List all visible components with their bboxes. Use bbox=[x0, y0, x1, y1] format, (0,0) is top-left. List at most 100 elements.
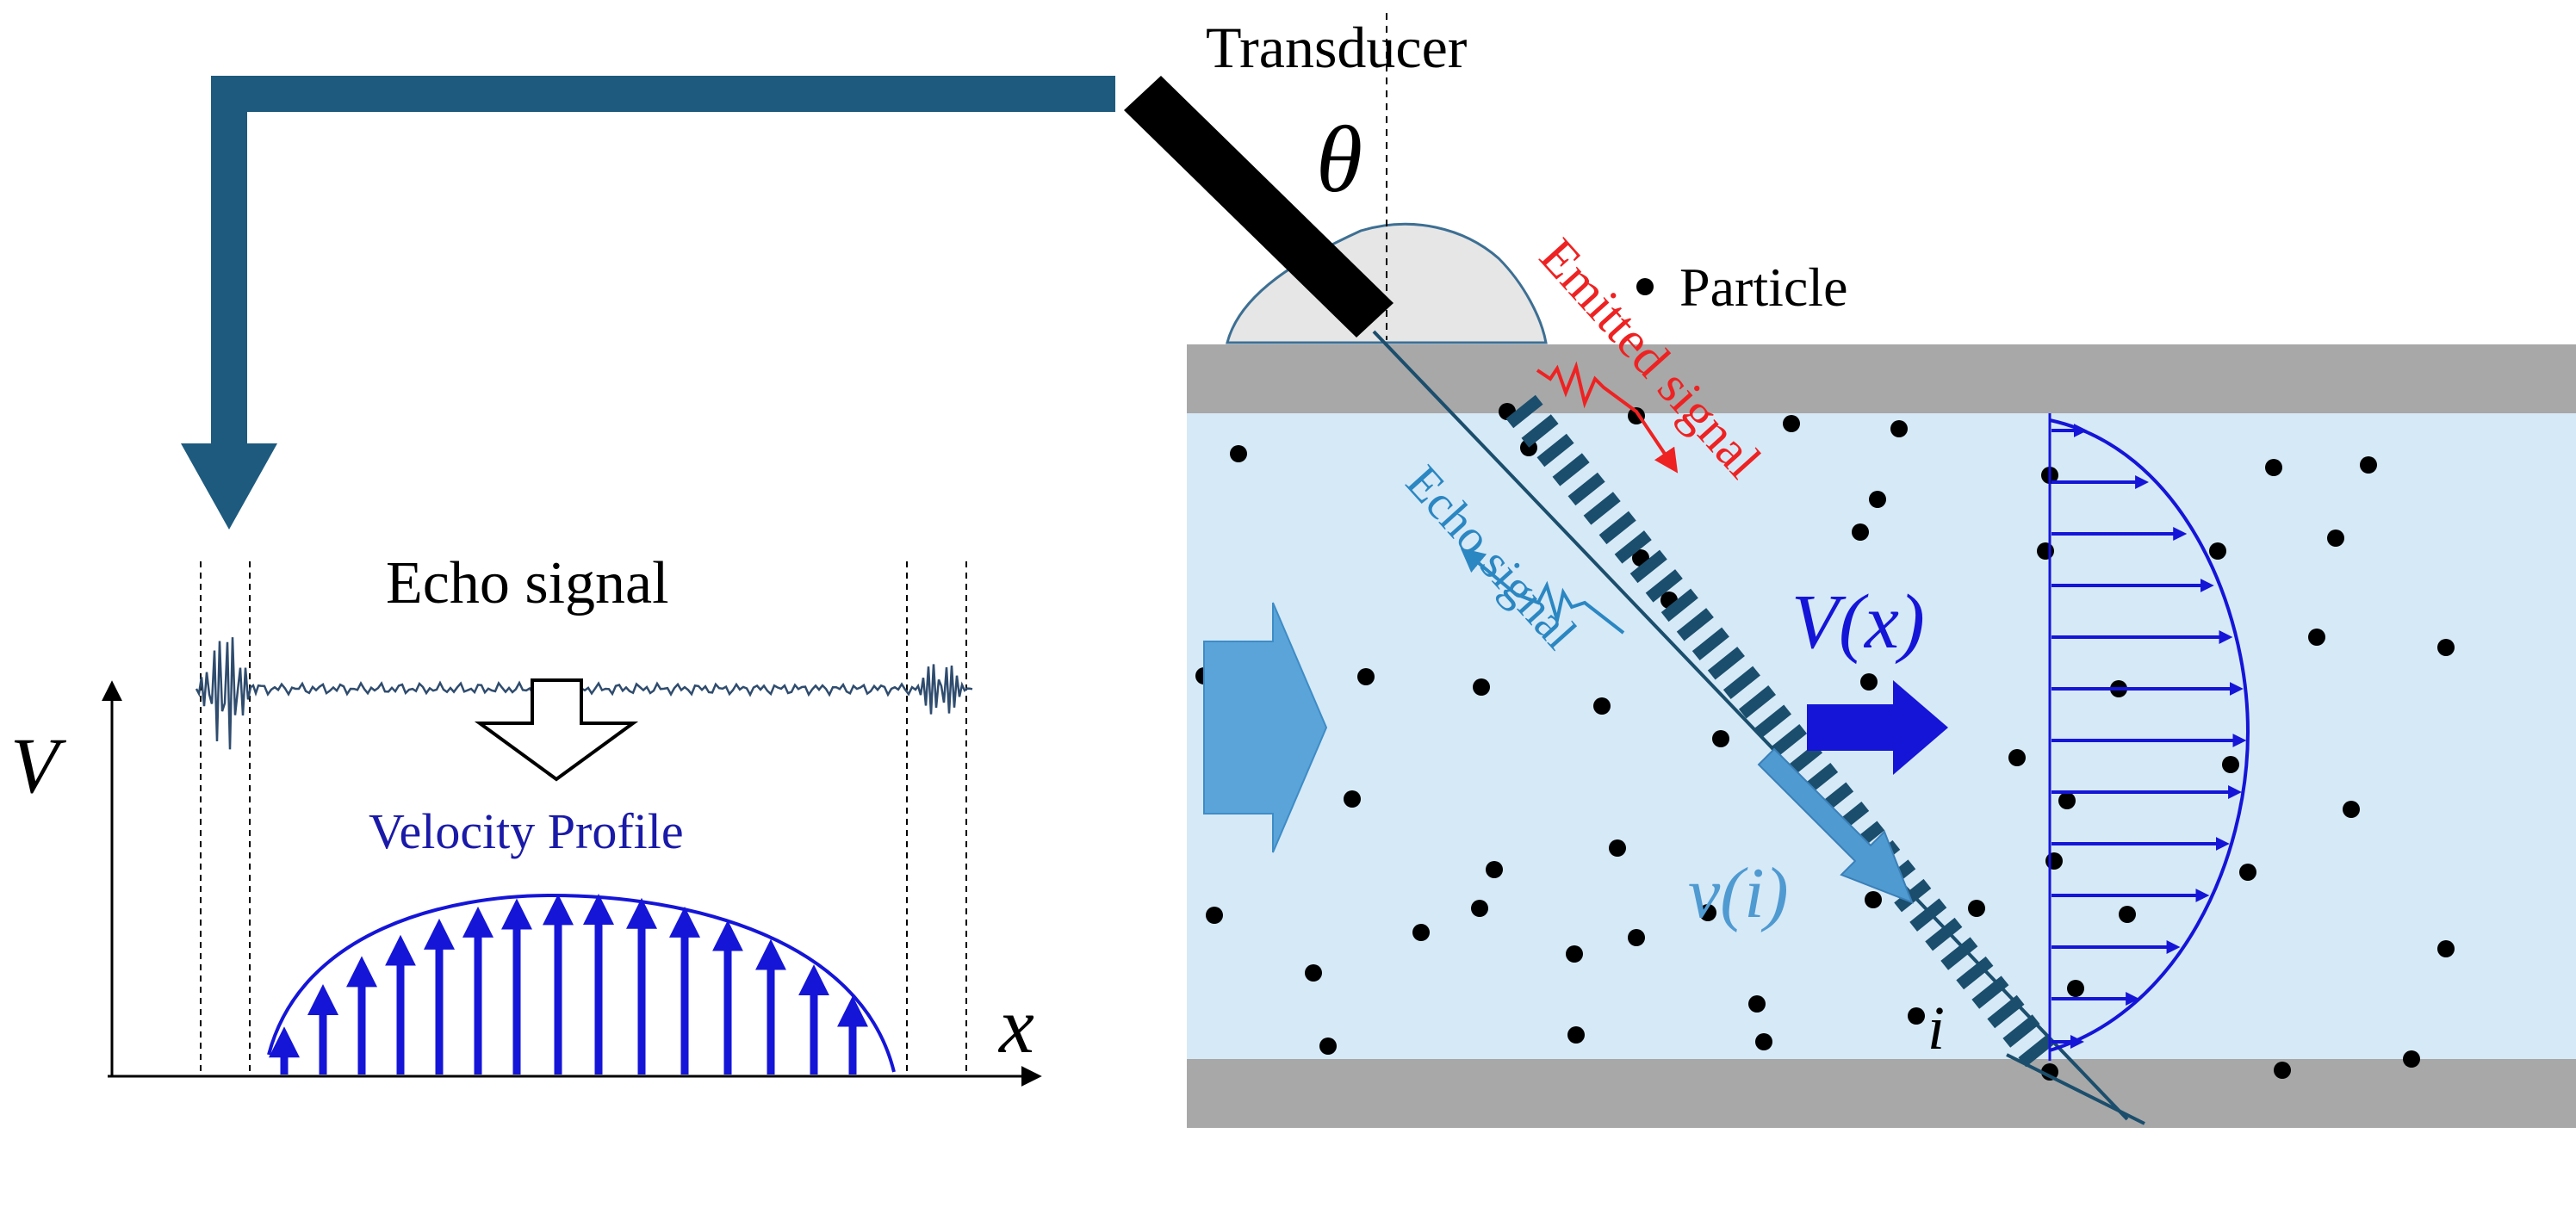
flow-direction-arrow bbox=[1203, 602, 1328, 853]
signal-return-arrow bbox=[181, 76, 1115, 530]
plot-x-axis-label: x bbox=[997, 982, 1034, 1069]
measurement-gate bbox=[1660, 588, 1698, 622]
particle-dot bbox=[2119, 906, 2136, 923]
ultrasound-beam-tail bbox=[2006, 1053, 2145, 1125]
V-of-x-arrow bbox=[1807, 680, 1948, 775]
echo-plot: V x Echo signal Velocity Profile bbox=[10, 550, 1042, 1087]
emitted-signal-wave bbox=[1536, 361, 1679, 474]
measurement-gate bbox=[1567, 472, 1605, 506]
particle-dot bbox=[1471, 900, 1488, 917]
particle-dot bbox=[1852, 523, 1869, 541]
measurement-gate bbox=[1505, 394, 1543, 429]
measurement-gate bbox=[2018, 1033, 2056, 1068]
measurement-gates bbox=[1505, 394, 2056, 1068]
particle-dot bbox=[1628, 929, 1645, 946]
particle-dot bbox=[1908, 1007, 1925, 1025]
particle-dot bbox=[1865, 891, 1882, 908]
particle-dot bbox=[1748, 995, 1766, 1013]
plot-profile-arrows bbox=[269, 894, 868, 1075]
measurement-gate bbox=[1723, 666, 1760, 700]
particle-dot bbox=[2067, 980, 2084, 997]
transducer-body bbox=[1124, 76, 1394, 338]
particle-dot bbox=[2045, 852, 2063, 870]
particle-dot bbox=[1869, 491, 1886, 508]
measurement-gate bbox=[1956, 956, 1994, 990]
particle-dot bbox=[1305, 964, 1322, 982]
particle-dot bbox=[2308, 629, 2325, 646]
measurement-gate bbox=[1738, 685, 1776, 719]
pipe-profile-arrows bbox=[2051, 424, 2247, 1049]
particle-dot bbox=[1206, 907, 1223, 924]
particle-dot bbox=[1230, 445, 1247, 462]
particle-dot bbox=[1755, 1033, 1772, 1050]
measurement-gate bbox=[1629, 549, 1667, 584]
particle-dot bbox=[1712, 730, 1729, 747]
gate-index-label: i bbox=[1927, 994, 1945, 1062]
measurement-gate bbox=[1707, 647, 1745, 680]
measurement-gate bbox=[1676, 608, 1714, 641]
particle-dot bbox=[1566, 945, 1583, 963]
particle-dot bbox=[2058, 792, 2076, 809]
measurement-gate bbox=[1940, 937, 1978, 970]
measurement-gate bbox=[1785, 743, 1823, 777]
particle-dot bbox=[2265, 459, 2282, 476]
echo-signal-wave bbox=[1460, 548, 1625, 635]
particle-dot bbox=[2209, 542, 2226, 560]
particle-dot bbox=[1567, 1026, 1585, 1044]
particle-dot bbox=[1890, 420, 1908, 437]
pipe-profile-curve bbox=[2049, 418, 2250, 1052]
measurement-gate bbox=[1598, 511, 1636, 545]
transducer-label: Transducer bbox=[1206, 15, 1468, 80]
measurement-gate bbox=[1987, 994, 2025, 1029]
measurement-gate bbox=[1894, 878, 1932, 913]
particle-dot bbox=[1783, 415, 1800, 432]
measurement-gate bbox=[1769, 724, 1808, 758]
measurement-gate bbox=[1536, 433, 1574, 468]
pipe-velocity-profile bbox=[2048, 413, 2250, 1061]
plot-y-axis-label: V bbox=[10, 722, 67, 809]
particle-dot bbox=[1319, 1037, 1337, 1055]
echo-signal-plot-label: Echo signal bbox=[386, 550, 669, 616]
particle-dot bbox=[2008, 749, 2026, 766]
particle-dot bbox=[2437, 940, 2455, 957]
measurement-gate bbox=[1521, 414, 1559, 448]
particle-dot bbox=[1344, 790, 1361, 808]
particle-dot bbox=[2274, 1062, 2291, 1079]
particle-dot bbox=[1860, 673, 1878, 691]
particle-dot bbox=[2343, 801, 2360, 818]
particle-dot bbox=[1968, 900, 1985, 917]
theta-label: θ bbox=[1316, 107, 1362, 212]
measurement-gate bbox=[1909, 898, 1947, 932]
measurement-gate bbox=[1925, 917, 1963, 951]
v-of-i-arrow-shape bbox=[1757, 747, 1914, 904]
particle-dot bbox=[2239, 864, 2256, 881]
particle-dot bbox=[1473, 678, 1490, 696]
pipe-bottom-wall bbox=[1187, 1059, 2576, 1128]
measurement-gate bbox=[2002, 1014, 2040, 1048]
particle-dot bbox=[2222, 756, 2239, 773]
v-of-i-label: v(i) bbox=[1688, 853, 1789, 933]
particle-dot bbox=[1357, 668, 1375, 685]
pipe bbox=[1187, 344, 2576, 1128]
particle-dot bbox=[2037, 542, 2054, 560]
particle-dot bbox=[2360, 456, 2377, 474]
particle-dot bbox=[1412, 924, 1430, 941]
measurement-gate bbox=[1583, 492, 1621, 525]
particle-marker bbox=[1636, 278, 1654, 295]
measurement-gate bbox=[1552, 453, 1590, 486]
plot-dashed-lines bbox=[200, 561, 967, 1072]
conversion-arrow bbox=[474, 678, 639, 782]
measurement-gate bbox=[1614, 530, 1652, 564]
particle-dot bbox=[2437, 639, 2455, 656]
measurement-gate bbox=[1971, 976, 2009, 1009]
transducer bbox=[1124, 13, 1394, 340]
particle-dot bbox=[1699, 904, 1716, 921]
measurement-gate bbox=[1645, 569, 1683, 603]
particle-dot bbox=[2403, 1050, 2420, 1068]
particle-dot bbox=[2327, 530, 2344, 547]
particle-label: Particle bbox=[1679, 257, 1847, 318]
velocity-profile-label: Velocity Profile bbox=[369, 803, 684, 859]
measurement-gate bbox=[1754, 704, 1792, 738]
measurement-gate bbox=[1691, 627, 1729, 661]
